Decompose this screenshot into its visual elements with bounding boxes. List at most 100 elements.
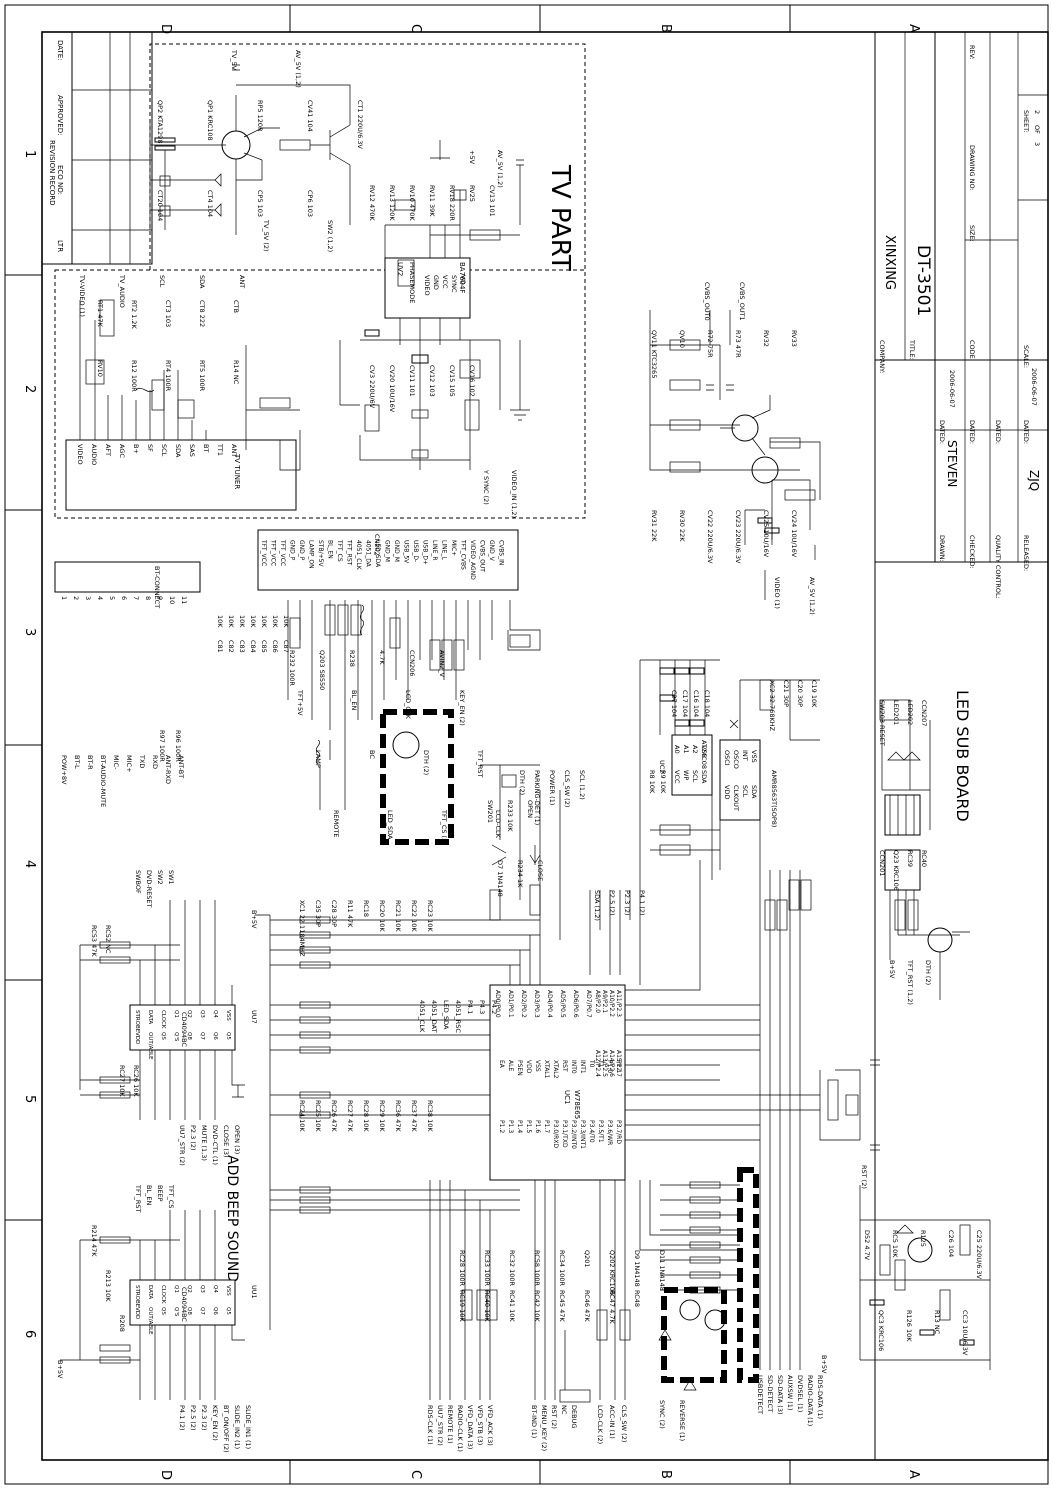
bottom-part: RC41 10K [508, 1290, 516, 1322]
eeprom-part: C16 104 [692, 690, 700, 717]
released-date: 2006-06-07 [1030, 368, 1038, 406]
mcu-misc-pin: P3.0/RXD [552, 1120, 559, 1148]
col-letter-top: B [658, 24, 673, 33]
tuner-net-label: TV-VIDEO (1) [78, 274, 86, 317]
bt-connect-label: BT-CONNECT [153, 566, 161, 608]
uv2-pin: VIDEO [423, 275, 431, 296]
bottom-part: RC47 4.7K [608, 1290, 616, 1324]
bottom-part: RC34 100R [558, 1250, 566, 1286]
video-out-net: CVBS_OUT0 [703, 282, 711, 321]
power-switch-net: POWER (1) [548, 770, 556, 805]
cn202-pin-label: GND_P [298, 540, 305, 561]
led-part: SW203 RESET [878, 700, 886, 746]
mcu-misc-pin: XTAL1 [543, 1060, 550, 1079]
cn202-pin-label: VIDEO_AGND [469, 540, 476, 580]
cn202-ref: CN202 [373, 534, 381, 556]
tuner-net-label: TV_AUDIO [118, 274, 126, 308]
bt-net-label: POW+8V [60, 755, 68, 785]
sheet-number: 2 [1033, 110, 1041, 114]
mcu-signal: P4.1 [466, 1000, 474, 1014]
uv2-part: CV11 101 [408, 365, 416, 397]
tuner-pin-label: SDA [174, 444, 182, 458]
uu7-net: P2.3 (2) [189, 1125, 197, 1151]
mcu-misc-pin: P1.6 [534, 1120, 541, 1133]
power-net-label: B+5V [820, 1355, 828, 1374]
cn202-pin-label: GND_M [384, 540, 391, 562]
dated-label-3: DATED: [994, 420, 1002, 444]
sheet-total: 3 [1033, 142, 1041, 146]
cn202-part: R232 100R [288, 650, 296, 686]
tuner-part-label: RT1 47K [96, 300, 104, 327]
bt-cap-label: C81 [216, 640, 224, 653]
cn202-pin-label: BL_EN [327, 540, 334, 559]
uv2-part: CV20 10U/16V [388, 365, 396, 413]
power-switch-net: CLS_SW (2) [563, 770, 571, 807]
bt-net-label: ANT-RXD [164, 755, 172, 784]
revision-col: APPROVED: [56, 95, 64, 135]
cn202-pin-label: CVBS_IN [498, 540, 505, 565]
tuner-pin-label: ANT [230, 444, 238, 457]
uv2-part: CV3 220U/6V [368, 365, 376, 409]
cn202-pin-label: LED_SDA [374, 540, 381, 568]
mcu-misc-pin: PSEN [516, 1060, 523, 1076]
uu1-pin: Q4 [212, 1285, 218, 1293]
uu7-pin: CLOCK [160, 1010, 166, 1029]
rtc-pin: VSS [750, 750, 758, 763]
mcu-part: R11 47K [346, 900, 354, 928]
mcu-misc-pin: P1.5 [525, 1120, 532, 1133]
reset-circuit [859, 1185, 991, 1370]
mcu-misc-pin: P3.3/INT1 [579, 1120, 586, 1149]
tv-power-part: CT1 220U/6.3V [356, 100, 364, 149]
code-label: CODE: [968, 340, 976, 361]
col-letter-top: D [158, 24, 173, 34]
mcu-part: RC36 47K [394, 1100, 402, 1132]
tuner-part-label: RT2 1.2K [130, 300, 138, 330]
power-switch-part: OPEN [526, 800, 534, 818]
cn202-pin-label: LINE_L [441, 540, 448, 560]
tuner-pin-label: AUDIO [90, 444, 98, 465]
led-part: LED202 [906, 700, 914, 725]
video-out-part: QV11 KTC3265 [650, 330, 658, 378]
mcu-left-pin: AD3/P0.3 [533, 990, 540, 1018]
video-out-stage [649, 310, 821, 600]
bt-res-label: 10K [260, 615, 268, 628]
bt-res-label: 10K [227, 615, 235, 628]
cn202-net: BL_EN [350, 690, 358, 710]
mcu-signal: P4.2 [490, 1000, 498, 1014]
mcu-signal: LED_SDA [442, 1000, 450, 1030]
uu1-net: TFT_CS [167, 1184, 175, 1208]
eeprom-part: C17 104 [681, 690, 689, 717]
mcu-misc-pin: XTAL2 [552, 1060, 559, 1079]
cn202-part: R238 [348, 650, 356, 667]
uu7-pin: Q5 [225, 1032, 231, 1040]
mcu-misc-pin: P1.2 [498, 1120, 505, 1133]
drawn-date: 2006-06-07 [948, 370, 956, 408]
title-block: COMPANY: XINXING TITLE: DT-3501 CODE: SI… [874, 31, 1049, 1461]
rtc-part: C20 30P [796, 680, 804, 707]
uv2-part: RV13 120K [388, 185, 396, 221]
uu7-net: SW2 [156, 870, 164, 885]
cn202-net: LAMP [314, 750, 322, 768]
power-switch-net: SCL (1,2) [578, 770, 586, 800]
uu1-pin: Q1 [173, 1285, 179, 1293]
rtc-name: AMR8563T(SOP8) [770, 770, 778, 827]
uu7-net: SW1 [167, 870, 175, 885]
eeprom-pin: WP [682, 770, 690, 780]
rtc-pin: OSCI [723, 750, 731, 766]
video-out-part: RV31 22K [650, 510, 658, 542]
tuner-pin-label: AFT [104, 444, 112, 456]
bottom-part: D9 1N4148 [633, 1250, 641, 1287]
mcu-right-pin: A9/P2.1 [601, 990, 608, 1013]
uu7-net: OPEN (3) [233, 1125, 241, 1154]
mcu-part: RC25 10K [314, 1100, 322, 1132]
mcu-part: RC27 47K [346, 1100, 354, 1132]
video-out-part: CV25 10U/16V [762, 510, 770, 558]
mcu-right-pin: A15/P2.7 [615, 1050, 622, 1077]
mcu-misc-pin: P3.4/T0 [588, 1120, 595, 1143]
col-letter-bottom: D [158, 1470, 173, 1480]
bt-cap-label: C86 [271, 640, 279, 653]
uu7-pin: VSS [225, 1010, 231, 1021]
col-letter-bottom: B [658, 1470, 673, 1479]
